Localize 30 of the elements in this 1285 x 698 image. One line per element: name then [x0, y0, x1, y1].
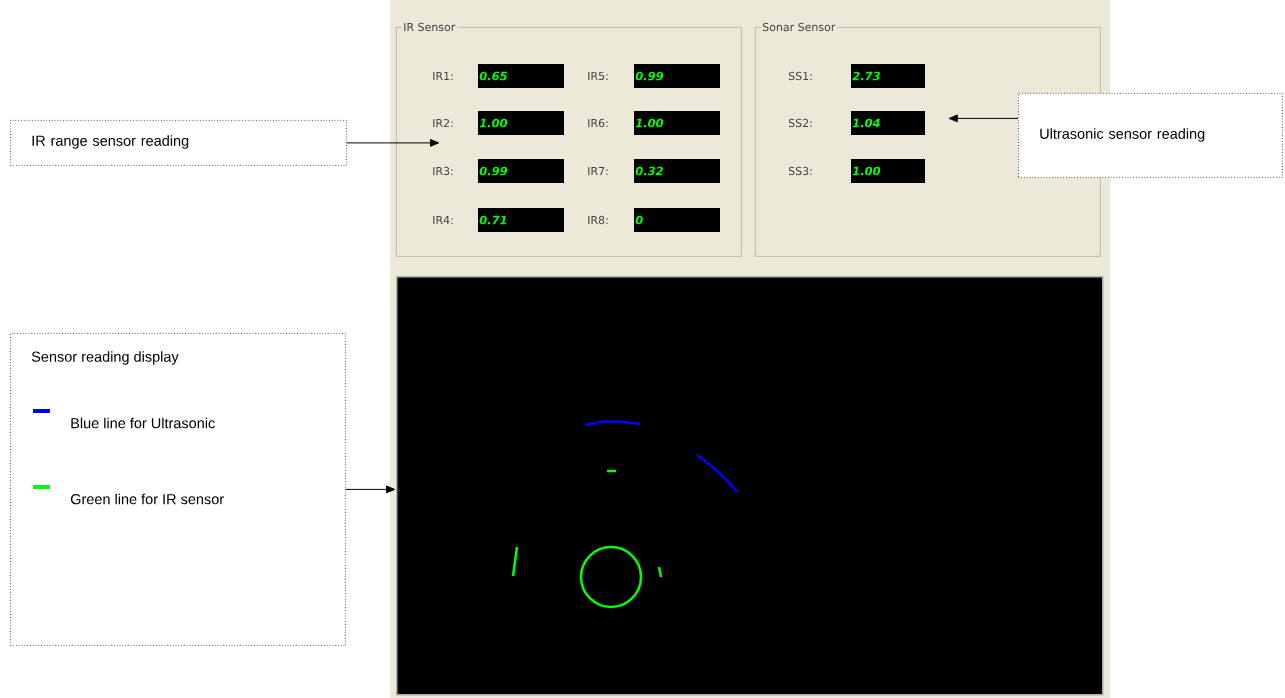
sensor-name: IR2: [433, 118, 453, 128]
legend-text: Blue line for Ultrasonic [71, 417, 215, 429]
sensor-name: IR3: [433, 166, 453, 176]
arrow [948, 114, 1019, 123]
readout-field: 0.99 [634, 64, 720, 88]
readout-field: 0.99 [478, 159, 564, 183]
sensor-name: SS3: [788, 166, 812, 176]
readout-field: 0.65 [478, 64, 564, 88]
sensor-name: SS1: [788, 71, 812, 81]
arrow [346, 139, 440, 147]
callout-box: IR range sensor reading [10, 120, 347, 166]
sensor-name: IR8: [588, 215, 608, 225]
legend-text: Green line for IR sensor [70, 493, 224, 505]
readout-field: 2.73 [851, 64, 925, 88]
sensor-name: IR6: [588, 118, 608, 128]
readout-field: 1.04 [851, 111, 925, 135]
sensor-name: IR4: [433, 216, 453, 224]
readout-field: 0.71 [478, 208, 564, 232]
sensor-name: IR1: [433, 72, 453, 80]
sensor-name: IR7: [588, 167, 608, 175]
readout-field: 1.00 [634, 111, 720, 135]
readout-field: 1.00 [478, 111, 564, 135]
sensor-name: SS2: [788, 118, 812, 128]
callout-box: Ultrasonic sensor reading [1018, 93, 1283, 178]
readout-field: 0.32 [634, 159, 720, 183]
readout-field: 1.00 [851, 159, 925, 183]
arrow [345, 485, 396, 494]
sensor-display [396, 276, 1104, 696]
sensor-name: IR5: [588, 71, 608, 81]
readout-field: 0 [634, 208, 720, 232]
